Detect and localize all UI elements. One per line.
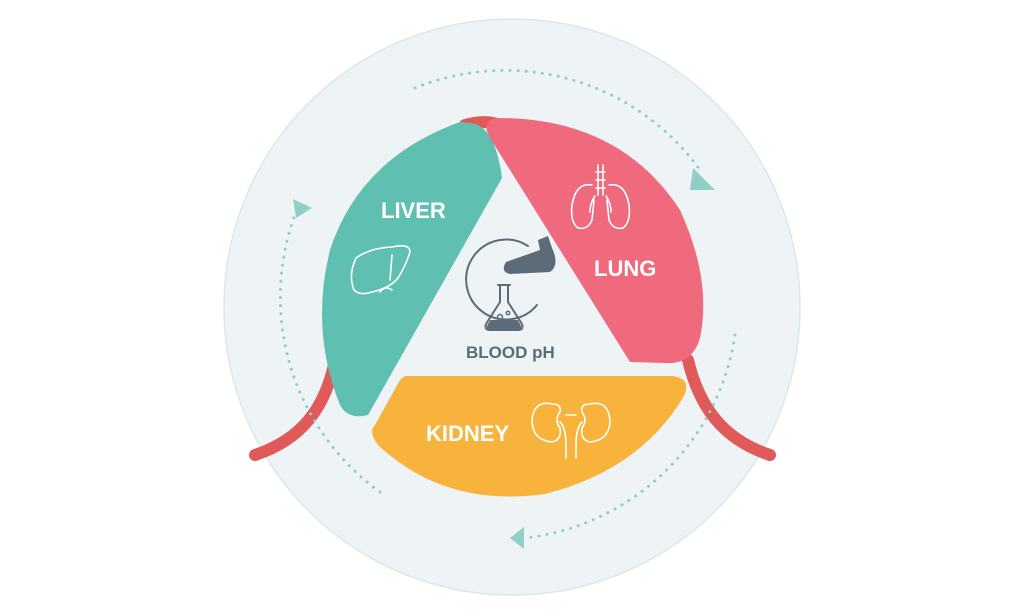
blood-vessel-right <box>682 354 776 461</box>
cycle-arrow-top-head <box>690 168 715 190</box>
chemistry-flasks-icon <box>465 236 556 331</box>
cycle-arrow-left-head <box>293 199 312 218</box>
cycle-arrow-top <box>413 68 702 172</box>
segment-lung <box>486 118 704 364</box>
segment-liver <box>322 122 502 417</box>
segment-label-kidney: KIDNEY <box>426 421 509 446</box>
liver-icon <box>350 245 411 295</box>
segment-kidney <box>372 376 687 497</box>
lungs-icon <box>570 164 631 230</box>
cycle-arrow-bottom-head <box>510 527 524 549</box>
center-label: BLOOD pH <box>466 343 555 362</box>
kidneys-icon <box>531 402 611 459</box>
segment-label-lung: LUNG <box>594 256 656 281</box>
segment-label-liver: LIVER <box>381 198 446 223</box>
